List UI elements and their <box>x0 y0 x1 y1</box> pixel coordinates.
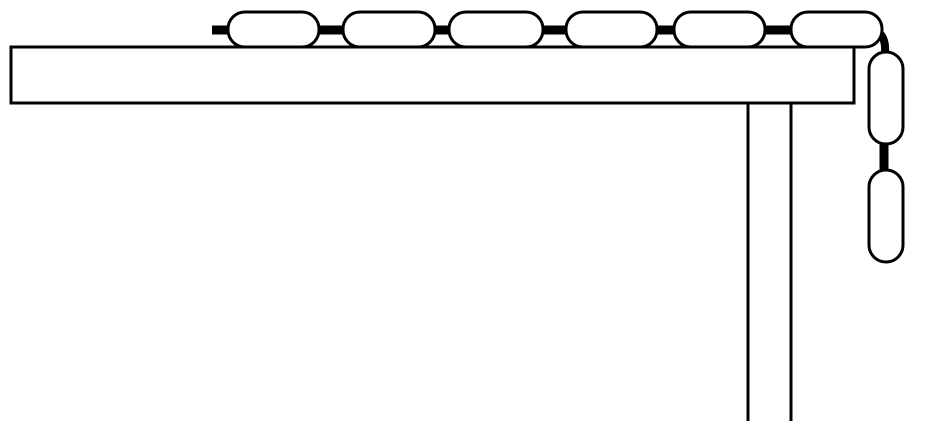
chain-link <box>672 10 767 49</box>
table-top-board <box>9 45 856 105</box>
chain-link-hanging <box>867 168 905 264</box>
chain-link <box>341 10 437 49</box>
chain-link <box>226 10 321 49</box>
chain-link <box>447 10 545 49</box>
chain-link <box>564 10 659 49</box>
chain-link <box>789 10 884 49</box>
chain-link-hanging <box>867 50 905 146</box>
